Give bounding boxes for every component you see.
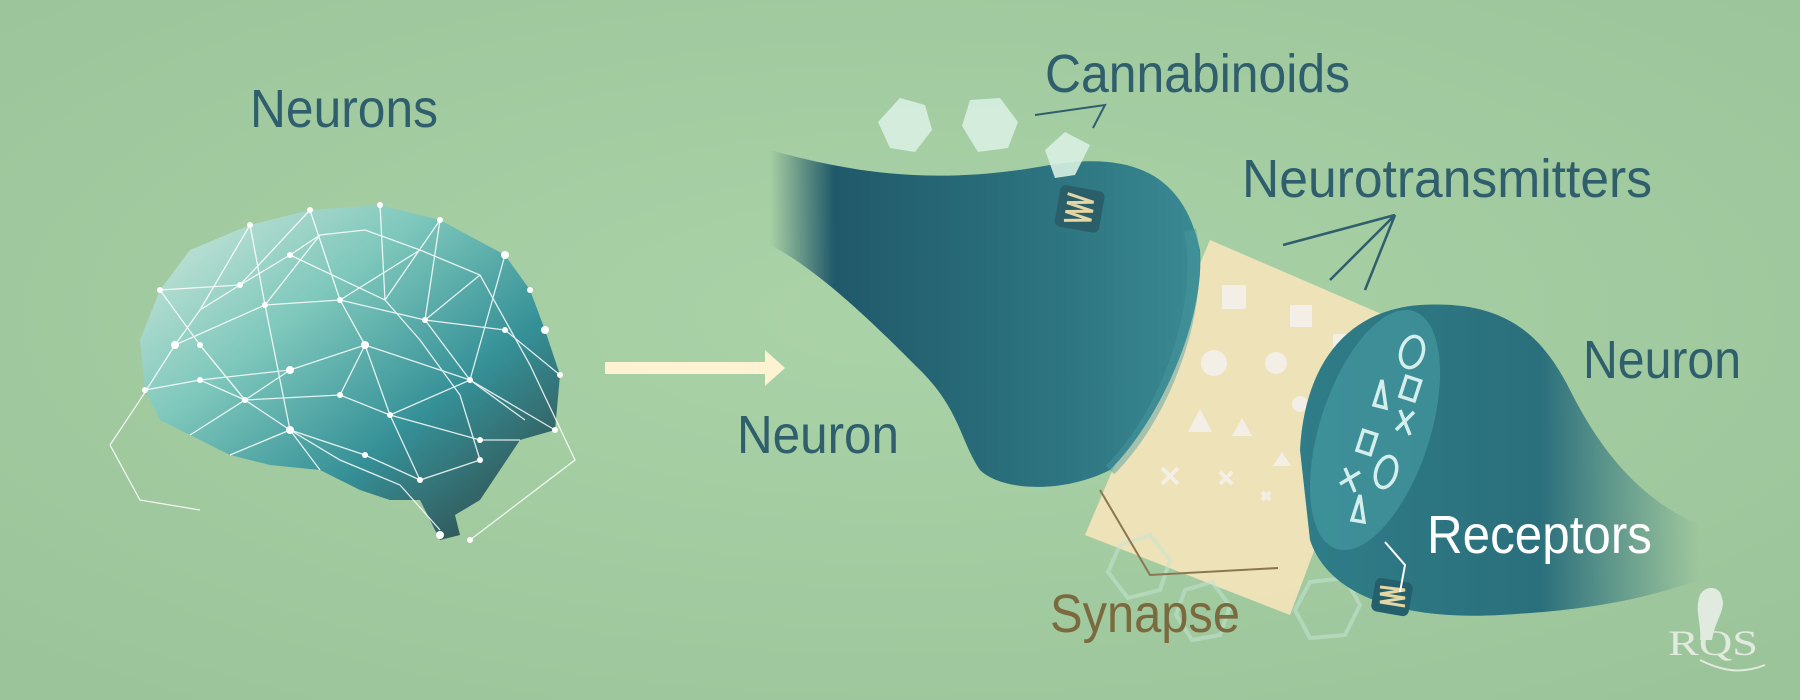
- receptor-symbols: [1339, 334, 1426, 525]
- neuron-left-label: Neuron: [737, 405, 899, 465]
- neuron-presynaptic: [770, 150, 1201, 487]
- receptors-label: Receptors: [1427, 505, 1652, 565]
- logo-text: RQS: [1668, 623, 1758, 663]
- cannabinoid-molecules: [878, 98, 1090, 178]
- rqs-logo: RQS: [1668, 587, 1766, 672]
- neurons-label: Neurons: [250, 79, 438, 139]
- cannabinoids-label: Cannabinoids: [1045, 44, 1350, 104]
- arrow-right-icon: [605, 350, 785, 386]
- receptors-pointer: [1384, 541, 1407, 593]
- synapse-label: Synapse: [1050, 584, 1240, 644]
- receptor-icon: [1054, 185, 1105, 233]
- brain-network-illustration: [109, 202, 576, 543]
- neuron-postsynaptic: [1300, 304, 1700, 617]
- synapse-pointer: [1099, 489, 1279, 577]
- neurotransmitters-pointer: [1282, 213, 1397, 291]
- cannabinoids-pointer: [1034, 103, 1107, 129]
- neurotransmitters-label: Neurotransmitters: [1242, 149, 1652, 209]
- neuron-right-label: Neuron: [1583, 330, 1741, 390]
